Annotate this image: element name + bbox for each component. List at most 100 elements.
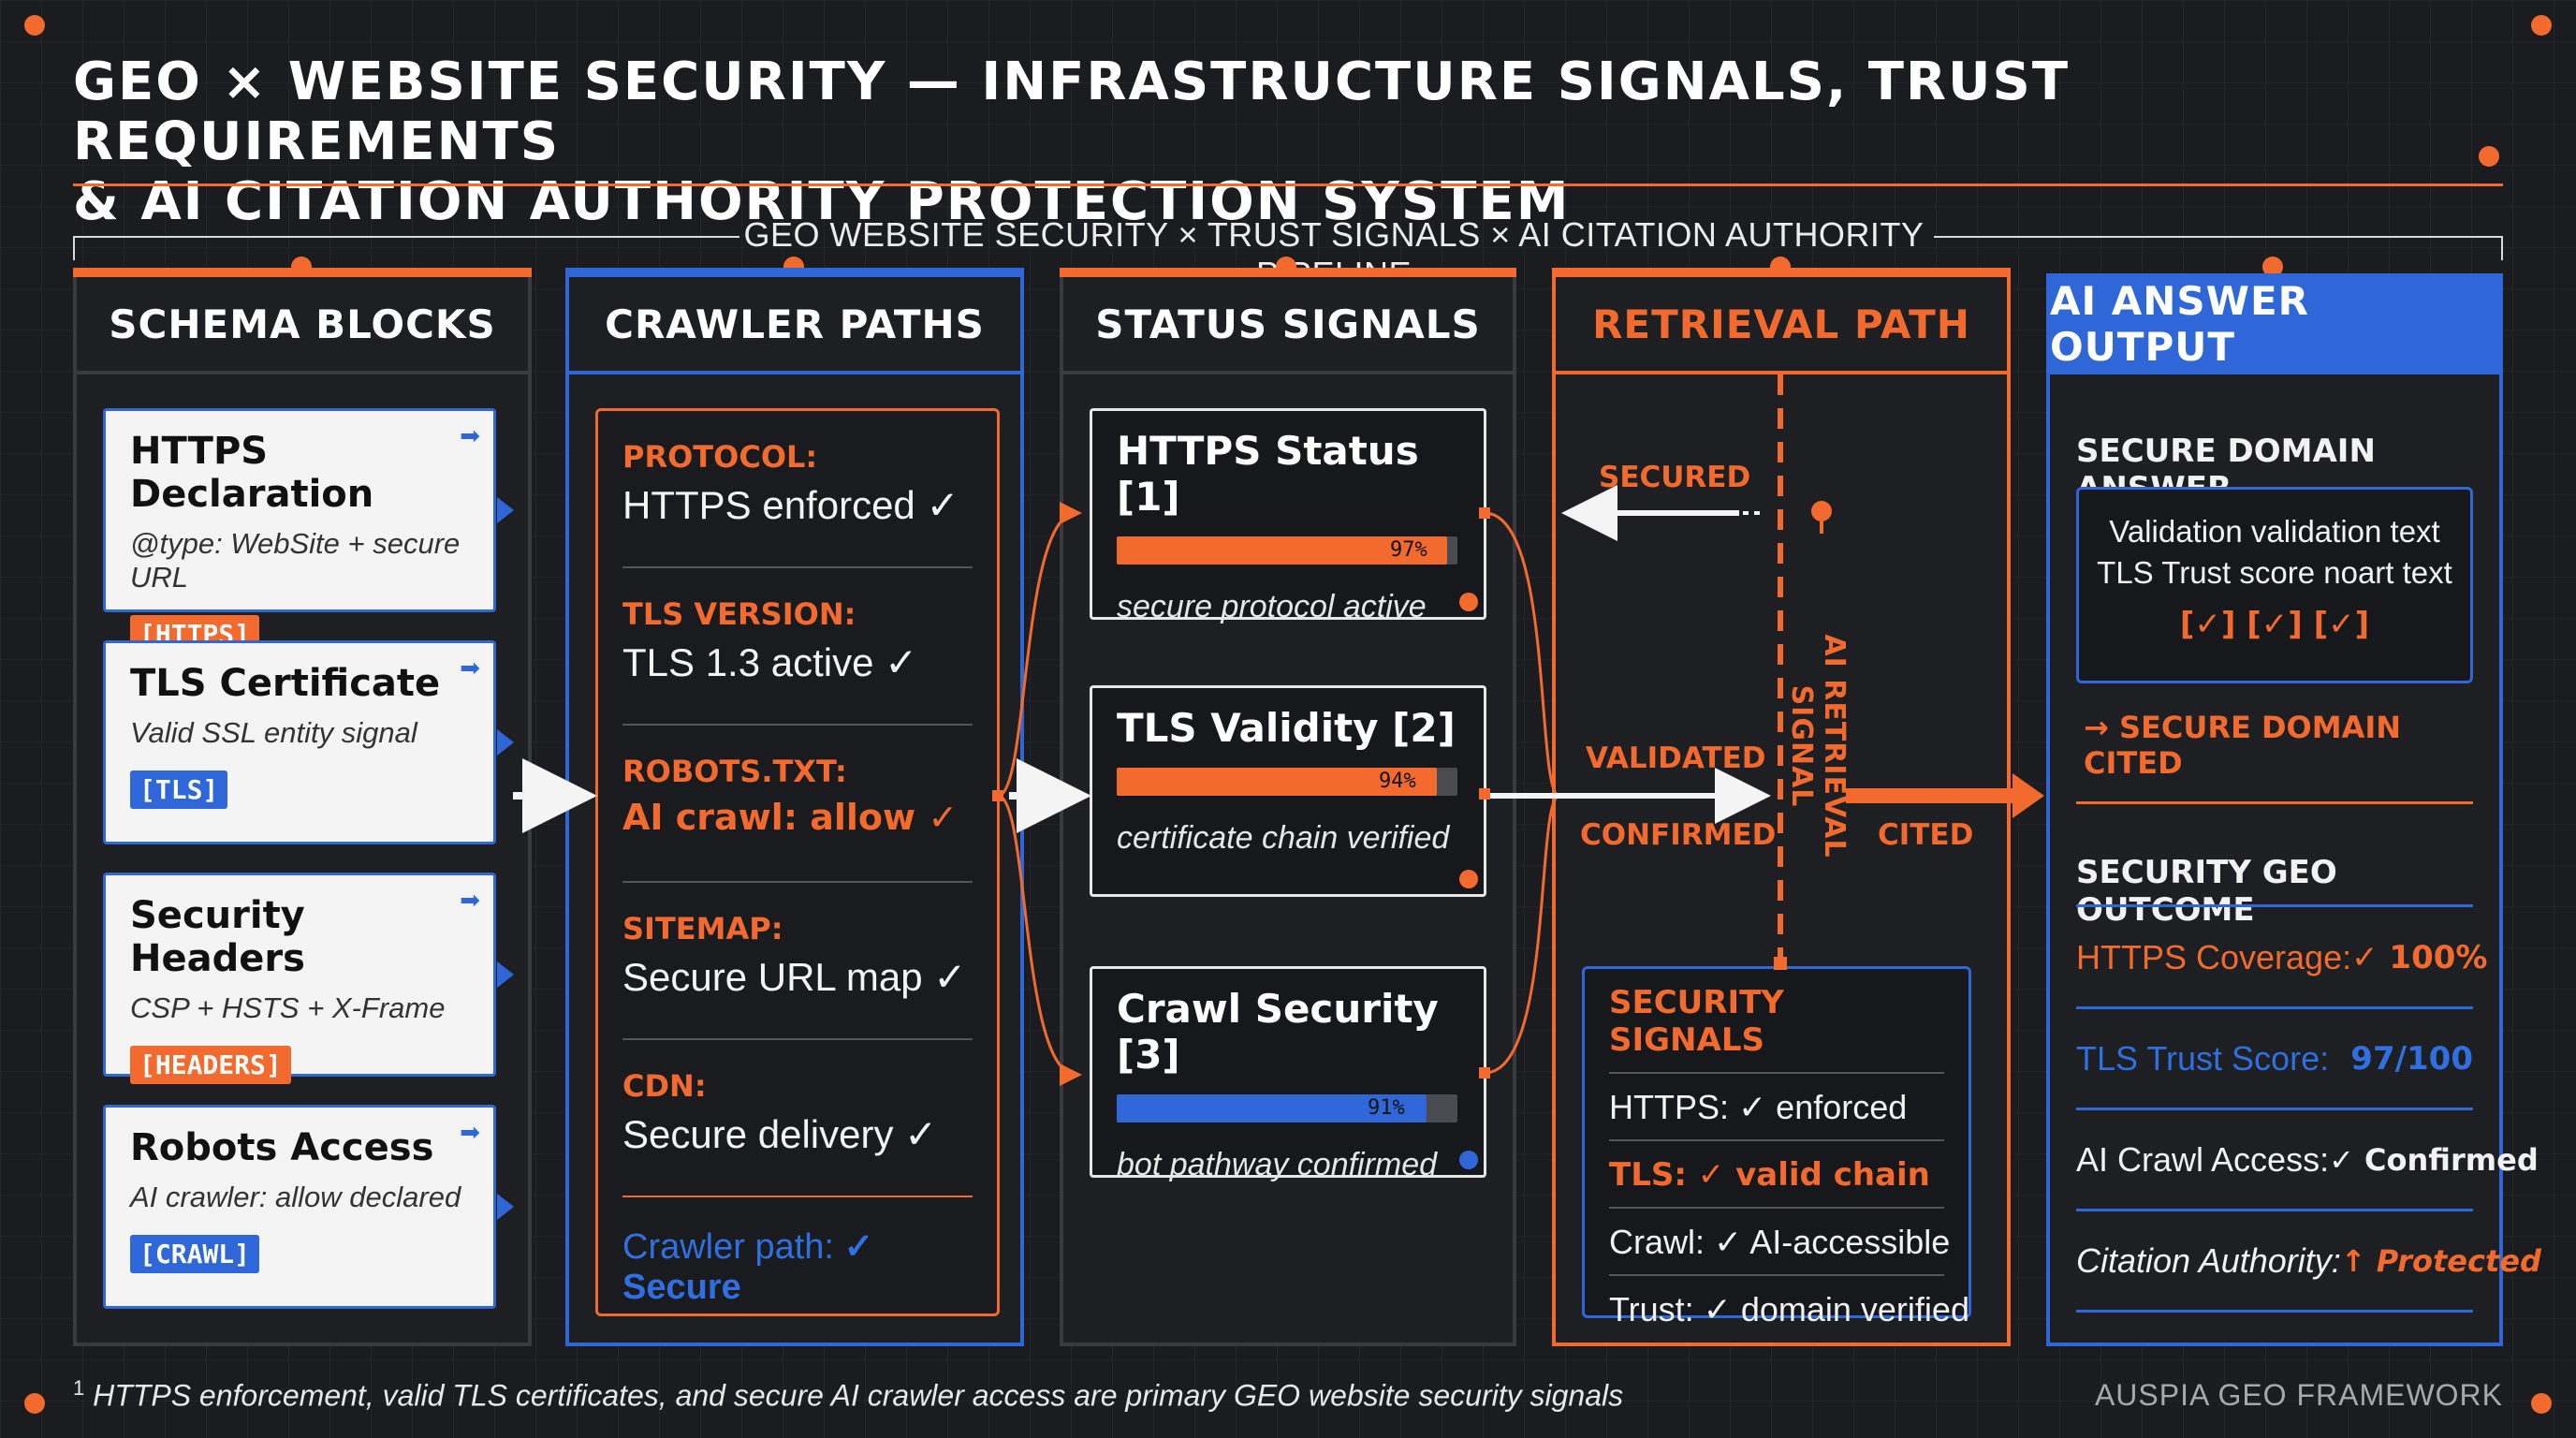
crawl-item-label: PROTOCOL: (622, 439, 818, 475)
crawler-path-value: ✓ Secure (622, 1227, 874, 1307)
corner-pin-icon (24, 15, 45, 36)
progress-fill (1117, 768, 1438, 796)
security-signals-title: SECURITY SIGNALS (1609, 984, 1944, 1074)
crawl-item-label: CDN: (622, 1068, 707, 1104)
progress-bar: 97% (1117, 536, 1457, 565)
column-pin-icon (2262, 257, 2283, 277)
pipeline-tick-right (2501, 236, 2503, 260)
schema-blocks-heading: SCHEMA BLOCKS (77, 277, 528, 374)
secure-domain-answer-box: Validation validation text TLS Trust sco… (2076, 487, 2473, 683)
outcome-label: Citation Authority: (2076, 1240, 2341, 1280)
arrow-right-icon: ➡ (460, 422, 480, 450)
crawler-path-label: Crawler path: (622, 1227, 844, 1267)
crawl-item-cdn: CDN: Secure delivery ✓ (622, 1040, 973, 1197)
answer-checks: [✓] [✓] [✓] (2179, 606, 2370, 643)
crawl-item-label: TLS VERSION: (622, 596, 856, 632)
title-divider (73, 183, 2503, 186)
signal-row-trust: Trust: ✓ domain verified (1609, 1290, 1969, 1328)
footnote: 1 HTTPS enforcement, valid TLS certifica… (73, 1376, 1623, 1414)
status-card-tls[interactable]: TLS Validity [2] 94% certificate chain v… (1090, 685, 1486, 897)
status-dot-icon (1459, 593, 1478, 611)
corner-pin-icon (2531, 1393, 2552, 1414)
output-divider (2076, 801, 2473, 804)
crawl-item-value: TLS 1.3 active ✓ (622, 640, 918, 684)
card-title: Robots Access (130, 1126, 434, 1169)
outcome-label: TLS Trust Score: (2076, 1038, 2330, 1078)
crawler-paths-heading: CRAWLER PATHS (569, 277, 1020, 374)
progress-fill (1117, 1094, 1427, 1123)
answer-line-1: Validation validation text (2109, 514, 2440, 549)
card-subtitle: CSP + HSTS + X-Frame (130, 991, 446, 1024)
security-geo-outcome-heading: SECURITY GEO OUTCOME (2076, 854, 2337, 929)
page-title: GEO × WEBSITE SECURITY — INFRASTRUCTURE … (73, 52, 2413, 232)
crawler-path-status: Crawler path: ✓ Secure (622, 1197, 973, 1308)
brand-label: AUSPIA GEO FRAMEWORK (2094, 1378, 2503, 1412)
tag-crawl: [CRAWL] (130, 1235, 260, 1273)
pipeline-line-right (1934, 236, 2503, 238)
outcome-row-citation: Citation Authority: ↑ Protected (2076, 1211, 2541, 1313)
crawl-item-value: AI crawl: allow ✓ (622, 797, 959, 838)
outcome-value: ✓ Confirmed (2329, 1141, 2539, 1178)
tag-headers: [HEADERS] (130, 1046, 291, 1084)
status-dot-icon (1459, 870, 1478, 888)
validated-label: VALIDATED (1586, 741, 1766, 775)
outcome-divider (2076, 904, 2473, 907)
outcome-row-crawl: AI Crawl Access: ✓ Confirmed (2076, 1110, 2539, 1211)
status-card-title: HTTPS Status [1] (1117, 428, 1419, 520)
tag-tls: [TLS] (130, 770, 228, 809)
outcome-value: ↑ Protected (2340, 1242, 2541, 1279)
status-card-https[interactable]: HTTPS Status [1] 97% secure protocol act… (1090, 408, 1486, 624)
crawl-item-value: Secure delivery ✓ (622, 1112, 938, 1156)
card-subtitle: Valid SSL entity signal (130, 716, 417, 749)
signal-row-crawl: Crawl: ✓ AI-accessible (1609, 1209, 1950, 1276)
title-line-2: & AI CITATION AUTHORITY PROTECTION SYSTE… (73, 171, 1571, 232)
outcome-row-https: HTTPS Coverage: ✓ 100% (2076, 908, 2487, 1009)
card-subtitle: AI crawler: allow declared (130, 1181, 461, 1213)
crawl-item-value: HTTPS enforced ✓ (622, 483, 959, 527)
card-connector-icon (497, 1194, 514, 1220)
card-connector-icon (497, 961, 514, 988)
status-card-crawl[interactable]: Crawl Security [3] 91% bot pathway confi… (1090, 966, 1486, 1182)
progress-fill (1117, 536, 1448, 565)
status-dot-icon (1459, 1151, 1478, 1169)
title-line-1: GEO × WEBSITE SECURITY — INFRASTRUCTURE … (73, 51, 2071, 172)
progress-label: 94% (1379, 770, 1416, 793)
schema-card-robots[interactable]: ➡ Robots Access AI crawler: allow declar… (103, 1105, 514, 1309)
crawl-item-robots: ROBOTS.TXT: AI crawl: allow ✓ (622, 726, 973, 883)
secure-domain-cited: → SECURE DOMAIN CITED (2084, 710, 2402, 781)
ai-answer-output-heading: AI ANSWER OUTPUT (2050, 277, 2499, 374)
progress-label: 97% (1390, 538, 1427, 562)
schema-card-headers[interactable]: ➡ Security Headers CSP + HSTS + X-Frame … (103, 873, 514, 1084)
retrieval-path-column: RETRIEVAL PATH SECURITY SIGNALS HTTPS: ✓… (1552, 268, 2011, 1346)
status-card-title: TLS Validity [2] (1117, 705, 1456, 751)
secured-label: SECURED (1599, 461, 1751, 494)
crawl-item-value: Secure URL map ✓ (622, 955, 967, 999)
corner-pin-icon (2479, 146, 2499, 167)
status-signals-column: STATUS SIGNALS HTTPS Status [1] 97% secu… (1060, 268, 1516, 1346)
card-subtitle: @type: WebSite + secure URL (130, 527, 461, 594)
pipeline-tick-left (73, 236, 75, 260)
outcome-label: HTTPS Coverage: (2076, 937, 2352, 976)
retrieval-path-heading: RETRIEVAL PATH (1556, 277, 2007, 374)
status-card-desc: certificate chain verified (1117, 820, 1450, 856)
outcome-value: 97/100 (2350, 1039, 2473, 1078)
progress-bar: 91% (1117, 1094, 1457, 1123)
schema-card-https[interactable]: ➡ HTTPS Declaration @type: WebSite + sec… (103, 408, 514, 653)
progress-bar: 94% (1117, 768, 1457, 796)
arrow-right-icon: ➡ (460, 887, 480, 915)
crawler-paths-column: CRAWLER PATHS PROTOCOL: HTTPS enforced ✓… (565, 268, 1024, 1346)
pipeline-line-left (73, 236, 739, 238)
crawl-item-sitemap: SITEMAP: Secure URL map ✓ (622, 883, 973, 1040)
signal-row-https: HTTPS: ✓ enforced (1609, 1074, 1944, 1141)
schema-card-tls[interactable]: ➡ TLS Certificate Valid SSL entity signa… (103, 640, 514, 844)
crawl-item-protocol: PROTOCOL: HTTPS enforced ✓ (622, 411, 973, 568)
footnote-text: HTTPS enforcement, valid TLS certificate… (93, 1378, 1624, 1413)
corner-pin-icon (2531, 15, 2552, 36)
cited-arrowhead (2012, 773, 2044, 818)
cited-label: CITED (1878, 818, 1974, 852)
card-connector-icon (497, 497, 514, 523)
schema-blocks-column: SCHEMA BLOCKS ➡ HTTPS Declaration @type:… (73, 268, 532, 1346)
signal-row-tls: TLS: ✓ valid chain (1609, 1141, 1944, 1209)
progress-label: 91% (1368, 1096, 1405, 1120)
answer-line-2: TLS Trust score noart text (2097, 555, 2452, 590)
